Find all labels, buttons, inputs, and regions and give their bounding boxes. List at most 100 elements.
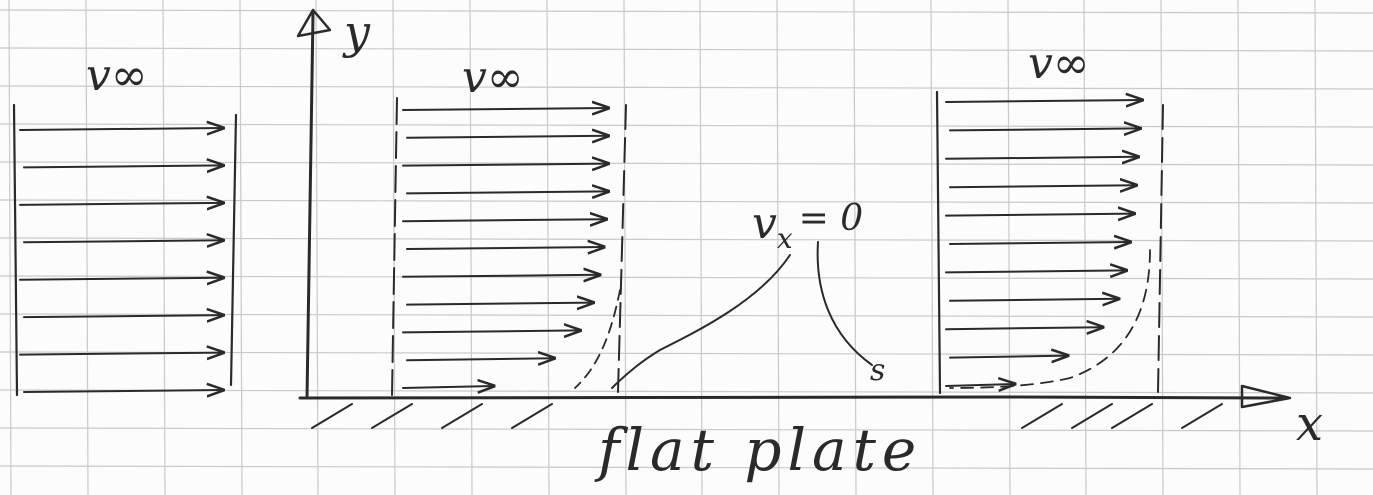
grid-line-horizontal: [0, 47, 1373, 52]
grid-line-horizontal: [0, 427, 1373, 432]
developed-velocity-arrow: [949, 242, 1130, 244]
leader-to-s: [816, 241, 873, 366]
s-marker-label: s: [870, 353, 885, 388]
freestream-label-right: v∞: [1028, 38, 1090, 89]
hatch-mark: [371, 403, 413, 429]
uniform-velocity-arrow: [23, 315, 223, 317]
grid-line-vertical: [776, 0, 780, 495]
wall-condition-leaders: [611, 241, 873, 389]
freestream-label-middle: v∞: [462, 52, 524, 103]
developing-velocity-arrow: [402, 386, 494, 388]
developed-velocity-arrow: [949, 356, 1068, 358]
developing-velocity-arrow: [402, 164, 608, 166]
grid-line-horizontal: [0, 9, 1373, 14]
grid-line-vertical: [623, 0, 627, 495]
developing-velocity-arrow: [406, 191, 608, 193]
grid-line-vertical: [315, 0, 319, 495]
grid-line-vertical: [8, 0, 12, 495]
uniform-velocity-arrow: [23, 165, 223, 167]
wall-condition-subscript: x: [777, 222, 793, 255]
developed-velocity-arrow: [949, 128, 1140, 130]
grid-line-vertical: [1314, 0, 1318, 495]
grid-line-horizontal: [0, 465, 1373, 470]
uniform-velocity-arrow: [19, 353, 223, 355]
leader-to-wall: [611, 254, 791, 389]
developed-velocity-arrow: [945, 327, 1103, 329]
grid-line-horizontal: [0, 275, 1373, 280]
hatch-mark: [1181, 403, 1223, 429]
grid-line-vertical: [162, 0, 166, 495]
developing-velocity-arrow: [406, 247, 604, 249]
hatch-mark: [1111, 403, 1153, 429]
wall-condition-rhs: = 0: [799, 198, 864, 239]
grid-line-horizontal: [0, 351, 1373, 356]
profile-left-end-line: [229, 113, 238, 387]
axes: [296, 8, 1292, 409]
grid-line-vertical: [1007, 0, 1011, 495]
developed-boundary-layer-profile: [935, 90, 1164, 395]
profile-right-end-line: [1157, 104, 1164, 393]
uniform-velocity-arrow: [19, 203, 223, 205]
developed-velocity-arrow: [945, 157, 1138, 159]
flat-plate-label: flat plate: [594, 416, 922, 484]
hatch-mark: [441, 403, 483, 429]
profile-left-start-line: [12, 103, 19, 397]
developed-velocity-arrow: [945, 214, 1134, 216]
developed-velocity-arrow: [945, 270, 1126, 272]
y-axis-arrowhead: [296, 8, 332, 38]
grid-line-vertical: [239, 0, 243, 495]
uniform-velocity-arrow: [23, 390, 223, 392]
hatch-mark: [1071, 403, 1113, 429]
y-axis-label: y: [342, 5, 371, 59]
developed-velocity-arrow: [949, 185, 1136, 187]
developing-velocity-arrow: [402, 330, 580, 332]
grid-line-vertical: [85, 0, 89, 495]
grid-line-horizontal: [0, 237, 1373, 242]
hatch-mark: [1021, 403, 1063, 429]
grid-line-vertical: [1160, 0, 1164, 495]
profile-right-start-line: [935, 90, 942, 395]
uniform-velocity-arrow: [23, 240, 223, 242]
uniform-inflow-profile: [12, 103, 238, 397]
uniform-velocity-arrow: [19, 278, 223, 280]
developing-velocity-arrow: [406, 358, 554, 360]
uniform-velocity-arrow: [19, 128, 223, 130]
grid-line-vertical: [853, 0, 857, 495]
plate-hatching: [311, 403, 1223, 429]
grid-line-horizontal: [0, 161, 1373, 166]
y-axis-line: [305, 12, 315, 400]
wall-condition-symbol: v: [752, 198, 777, 249]
developing-velocity-arrow: [402, 219, 606, 221]
profile-mid-end-line: [617, 104, 627, 393]
grid-line-horizontal: [0, 199, 1373, 204]
developed-velocity-arrow: [945, 100, 1142, 102]
grid-line-vertical: [1083, 0, 1087, 495]
grid-line-horizontal: [0, 389, 1373, 394]
hatch-mark: [511, 403, 553, 429]
grid-line-horizontal: [0, 123, 1373, 128]
grid-line-vertical: [699, 0, 703, 495]
wall-condition-label: vx= 0: [752, 198, 863, 255]
developing-velocity-arrow: [402, 108, 608, 110]
developing-velocity-arrow: [402, 275, 600, 277]
boundary-layer-edge-right: [949, 249, 1151, 389]
freestream-label-left: v∞: [86, 50, 148, 101]
profile-mid-start-line: [391, 97, 398, 396]
x-axis-line: [298, 395, 1284, 400]
developed-velocity-arrow: [945, 384, 1015, 386]
grid-line-horizontal: [0, 85, 1373, 90]
developing-boundary-layer-profile: [391, 97, 627, 396]
hatch-mark: [311, 403, 353, 429]
grid-line-horizontal: [0, 313, 1373, 318]
grid-line-vertical: [1237, 0, 1241, 495]
developed-velocity-arrow: [949, 299, 1118, 301]
x-axis-arrowhead: [1240, 384, 1292, 409]
developing-velocity-arrow: [406, 136, 608, 138]
developing-velocity-arrow: [406, 303, 593, 305]
boundary-layer-edge-mid: [574, 289, 621, 389]
grid-line-vertical: [930, 0, 934, 495]
x-axis-label: x: [1296, 396, 1323, 452]
